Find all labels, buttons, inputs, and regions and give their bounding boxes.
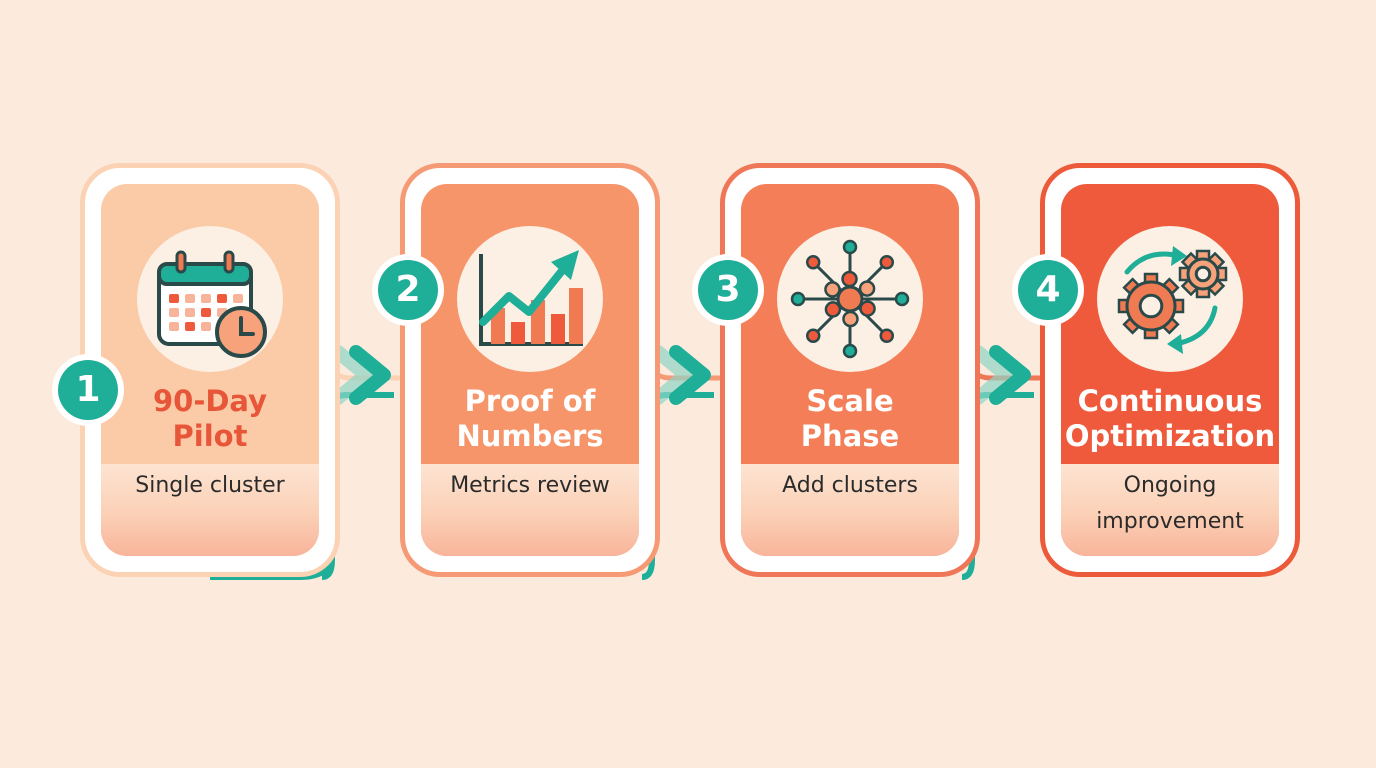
icon-badge [457,226,603,372]
stage-caption-line: Ongoing [1123,473,1217,498]
stage-caption-line: Single cluster [135,473,285,498]
stage-caption-line: Add clusters [782,473,918,498]
step-number-badge: 1 [52,354,124,426]
step-number: 3 [698,260,758,320]
stage-title-line: 90-Day [152,384,268,418]
step-number-badge: 4 [1012,254,1084,326]
stage-caption-line: Metrics review [450,473,610,498]
growth-chart-icon [479,250,583,346]
icon-badge [777,226,923,372]
stage-title-line: Optimization [1064,419,1276,453]
stage-caption: Add clusters [741,464,959,556]
step-number: 1 [58,360,118,420]
stage-caption-line: improvement [1096,509,1244,534]
stage-title-line: Continuous [1077,384,1263,418]
chevron-arrow-icon [971,345,1031,405]
chevron-arrow-icon [331,345,391,405]
stage-title-line: Proof of [464,384,596,418]
stage-title-line: Pilot [172,419,248,453]
chevron-arrow-icon [651,345,711,405]
stage-title-line: Phase [800,419,900,453]
icon-badge [1097,226,1243,372]
icon-badge [137,226,283,372]
stage-title-line: Scale [806,384,894,418]
step-number-badge: 2 [372,254,444,326]
stage-caption: Ongoing improvement [1061,464,1279,556]
network-hub-icon [790,239,910,359]
step-number-badge: 3 [692,254,764,326]
stage-caption: Single cluster [101,464,319,556]
step-number: 4 [1018,260,1078,320]
stage-title-line: Numbers [456,419,604,453]
calendar-clock-icon [157,250,267,358]
step-number: 2 [378,260,438,320]
gears-cycle-icon [1117,246,1228,354]
stage-caption: Metrics review [421,464,639,556]
